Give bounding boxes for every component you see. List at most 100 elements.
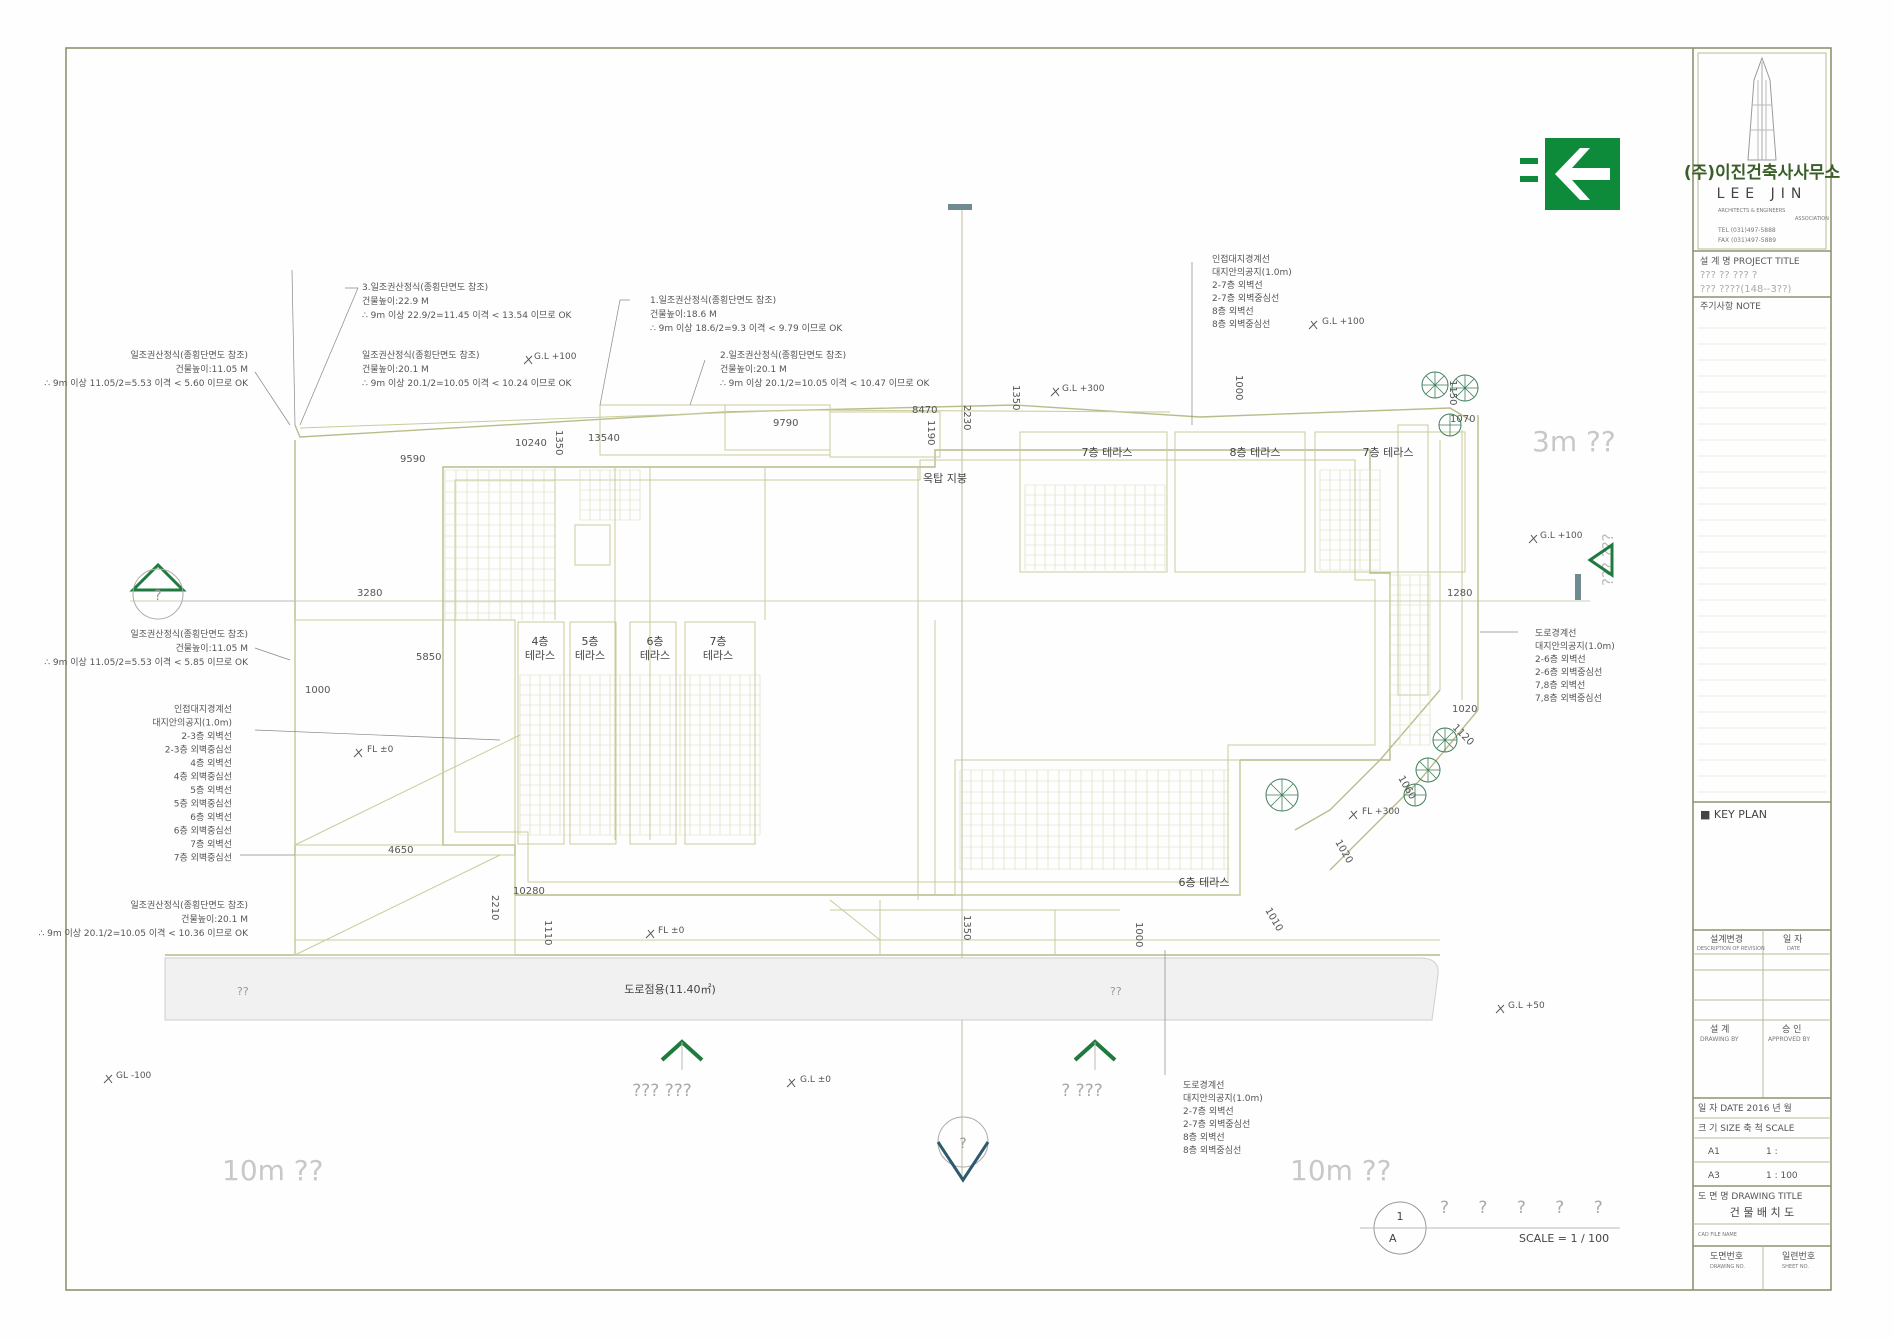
annotation-e_list-line-2: 2-6층 외벽선	[1535, 653, 1586, 665]
road-q1: ??	[237, 985, 249, 998]
annotation-s_list-line-2: 2-7층 외벽선	[1183, 1105, 1234, 1117]
level-fl300: FL +300	[1362, 807, 1400, 817]
north-marker-icon	[660, 1039, 1117, 1070]
sheet-no-label: 일련번호	[1782, 1251, 1815, 1262]
paving-grid	[444, 469, 1431, 870]
annotation-w_list-line-7: 5층 외벽중심선	[174, 798, 232, 810]
dim-1150: 1150	[1447, 380, 1458, 405]
drawing-no-label: 도면번호	[1710, 1251, 1743, 1262]
firm-name-en: LEE JIN	[1717, 186, 1808, 202]
terrace-7f-north: 7층 테라스	[1082, 446, 1133, 459]
firm-name-kr: (주)이진건축사사무소	[1684, 163, 1841, 183]
annotation-ne_list-line-5: 8층 외벽중심선	[1212, 318, 1270, 330]
rooftop-label: 옥탑 지붕	[923, 472, 967, 485]
annotation-s_list-line-4: 8층 외벽선	[1183, 1131, 1225, 1143]
dim-1020b: 1020	[1332, 838, 1354, 866]
dim-1350b: 1350	[1010, 385, 1021, 410]
section-marker-west: ?	[129, 562, 295, 620]
level-mark-icon	[1050, 387, 1060, 397]
a3-value: 1 : 100	[1766, 1171, 1798, 1181]
annotation-a_mid-line-1: 건물높이:20.1 M	[362, 364, 429, 375]
dimensions: 9590 10240 1350 13540 9790 8470 1190 223…	[305, 375, 1477, 947]
drawing-title: 건 물 배 치 도	[1730, 1206, 1795, 1219]
dim-1010: 1010	[1262, 906, 1284, 934]
annotation-w_list-line-8: 6층 외벽선	[190, 811, 232, 823]
firm-logo-tower-icon	[1747, 56, 1777, 161]
level-mark-icon	[353, 748, 363, 758]
project-title-label: 설 계 명 PROJECT TITLE	[1700, 255, 1800, 267]
annotation-w_list-line-10: 7층 외벽선	[190, 838, 232, 850]
revision-sub: DESCRIPTION OF REVISION	[1697, 946, 1765, 952]
dim-1280: 1280	[1447, 588, 1472, 599]
dim-10240: 10240	[515, 438, 547, 449]
level-mark-icon	[523, 355, 533, 365]
annotation-w_list-line-6: 5층 외벽선	[190, 784, 232, 796]
road-label: 도로점용(11.40㎡)	[624, 983, 716, 996]
annotation-a2-line-1: 건물높이:20.1 M	[720, 364, 787, 375]
axis-marker-right	[1575, 574, 1581, 600]
level-mark-icon	[786, 1078, 796, 1088]
annotation-a_left3-line-2: ∴ 9m 이상 20.1/2=10.05 이격 < 10.36 이므로 OK	[39, 927, 250, 939]
date-col-sub: DATE	[1787, 946, 1800, 952]
annotation-a3-line-1: 건물높이:22.9 M	[362, 296, 429, 307]
dim-1000w: 1000	[305, 685, 330, 696]
dim-9590: 9590	[400, 454, 425, 465]
level-tick-icons	[103, 320, 1538, 1088]
dim-10280: 10280	[513, 886, 545, 897]
firm-fax: FAX (031)497-5889	[1718, 237, 1776, 244]
annotation-a_left1-line-1: 건물높이:11.05 M	[175, 364, 248, 375]
scale-text: SCALE = 1 / 100	[1519, 1232, 1609, 1245]
annotation-s_list-line-1: 대지안의공지(1.0m)	[1183, 1093, 1263, 1104]
annotation-e_list-line-0: 도로경계선	[1535, 627, 1576, 639]
approved-by-sub: APPROVED BY	[1768, 1036, 1810, 1043]
annotation-ne_list-line-1: 대지안의공지(1.0m)	[1212, 267, 1292, 278]
road-strip	[164, 957, 1439, 1021]
cad-file-label: CAD FILE NAME	[1698, 1232, 1737, 1238]
annotation-a1-line-1: 건물높이:18.6 M	[650, 309, 717, 320]
level-mark-icon	[1495, 1004, 1505, 1014]
dim-1000n: 1000	[1233, 375, 1244, 400]
annotation-a3-line-0: 3.일조권산정식(종횡단면도 참조)	[362, 281, 488, 293]
firm-sub: ARCHITECTS & ENGINEERS	[1718, 208, 1785, 214]
a3-label: A3	[1708, 1171, 1720, 1181]
firm-assoc: ASSOCIATION	[1795, 216, 1829, 222]
annotation-ne_list-line-4: 8층 외벽선	[1212, 305, 1254, 317]
annotation-e_list-line-1: 대지안의공지(1.0m)	[1535, 641, 1615, 652]
annotation-w_list-line-4: 4층 외벽선	[190, 757, 232, 769]
road-q2: ??	[1110, 985, 1122, 998]
annotation-a2-line-0: 2.일조권산정식(종횡단면도 참조)	[720, 349, 846, 361]
east-side-label: ??? ???	[1599, 533, 1617, 586]
dim-2210: 2210	[489, 895, 500, 920]
annotation-e_list-line-4: 7,8층 외벽선	[1535, 679, 1585, 691]
level-fl0-w: FL ±0	[367, 745, 394, 755]
a1-value: 1 :	[1766, 1147, 1778, 1157]
annotation-s_list-line-5: 8층 외벽중심선	[1183, 1144, 1241, 1156]
annotation-a_left2-line-2: ∴ 9m 이상 11.05/2=5.53 이격 < 5.85 이므로 OK	[44, 656, 249, 668]
project-title-line1: ??? ?? ??? ?	[1700, 270, 1757, 281]
building-outline	[442, 449, 1391, 896]
annotation-leaders	[240, 262, 1518, 1075]
level-mark-icon	[1528, 534, 1538, 544]
dim-5850: 5850	[416, 652, 441, 663]
tree-icon	[1421, 371, 1479, 437]
annotation-e_list-line-3: 2-6층 외벽중심선	[1535, 666, 1602, 678]
terrace-7f-east: 7층 테라스	[1363, 446, 1414, 459]
level-mark-icon	[103, 1074, 113, 1084]
tree-icon	[1265, 727, 1458, 812]
level-gl100-top: G.L +100	[534, 352, 577, 362]
annotation-a_left3-line-0: 일조권산정식(종횡단면도 참조)	[130, 899, 248, 911]
level-mark-icon	[645, 929, 655, 939]
sheet-no-sub: SHEET NO.	[1782, 1264, 1809, 1270]
notes-label: 주기사항 NOTE	[1700, 301, 1761, 312]
project-title-line2: ??? ????(148--3??)	[1700, 284, 1792, 295]
dim-4650: 4650	[388, 845, 413, 856]
size-row: 크 기 SIZE 축 척 SCALE	[1698, 1123, 1795, 1134]
annotation-a_left1-line-2: ∴ 9m 이상 11.05/2=5.53 이격 < 5.60 이므로 OK	[44, 377, 249, 389]
exit-arrow-icon	[1520, 138, 1620, 210]
annotation-a_left1-line-0: 일조권산정식(종횡단면도 참조)	[130, 349, 248, 361]
dim-1070: 1070	[1450, 414, 1475, 425]
annotation-s_list-line-0: 도로경계선	[1183, 1079, 1224, 1091]
